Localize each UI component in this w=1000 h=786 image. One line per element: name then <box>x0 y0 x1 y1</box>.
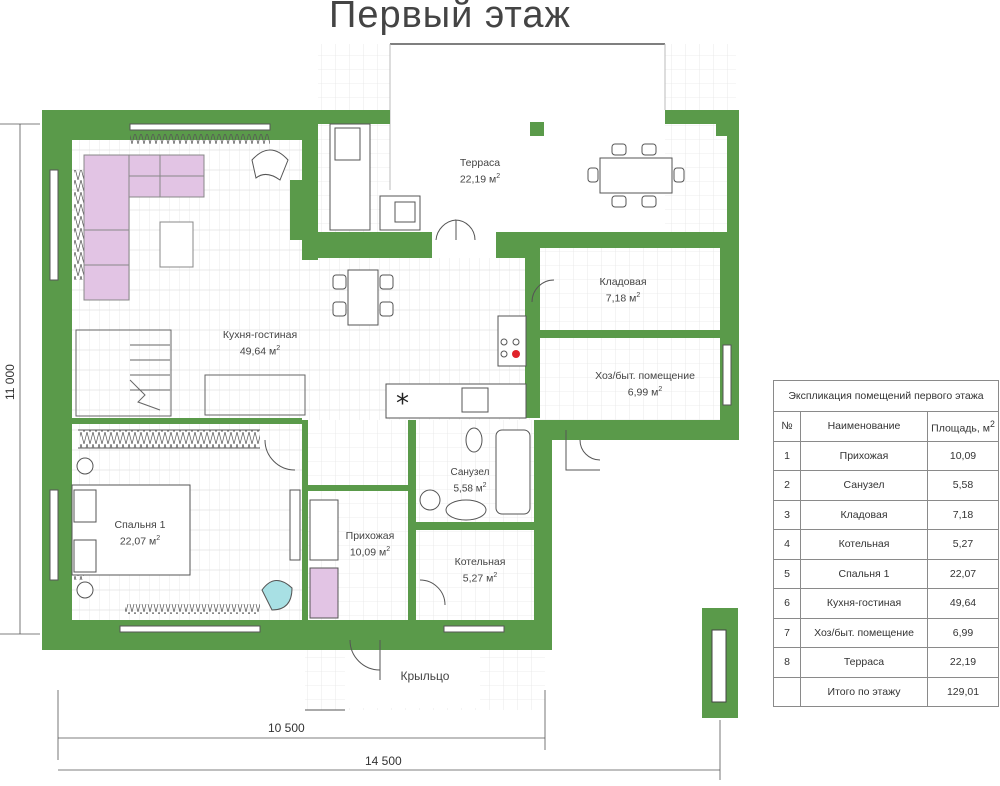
bathroom-fixtures <box>419 427 531 521</box>
table-header-num: № <box>773 411 801 442</box>
fridge-icon: * <box>396 389 409 419</box>
stairs <box>75 329 306 417</box>
dimension-width-inner: 10 500 <box>268 721 305 735</box>
armchair <box>251 149 289 181</box>
room-label-porch: Крыльцо <box>400 669 450 683</box>
explication-table: Экспликация помещений первого этажа № На… <box>773 380 999 707</box>
table-header-name: Наименование <box>800 411 928 442</box>
plan-title: Первый этаж <box>329 0 571 36</box>
dimension-lines <box>0 123 721 780</box>
round-chair <box>261 580 293 611</box>
table-header-area: Площадь, м2 <box>927 411 999 442</box>
dimension-width-total: 14 500 <box>365 754 402 768</box>
kitchen <box>329 123 527 419</box>
windows <box>49 123 732 633</box>
bed <box>71 457 191 599</box>
sofa <box>83 154 205 301</box>
porch <box>305 640 545 711</box>
dining-table <box>332 269 394 326</box>
terrace-table <box>587 143 685 208</box>
doors <box>264 219 601 680</box>
dimension-height: 11 000 <box>3 364 17 400</box>
stove <box>500 338 520 358</box>
wardrobe <box>309 499 339 561</box>
bench <box>309 567 339 619</box>
coffee-table <box>159 221 194 268</box>
table-caption: Экспликация помещений первого этажа <box>773 380 999 412</box>
